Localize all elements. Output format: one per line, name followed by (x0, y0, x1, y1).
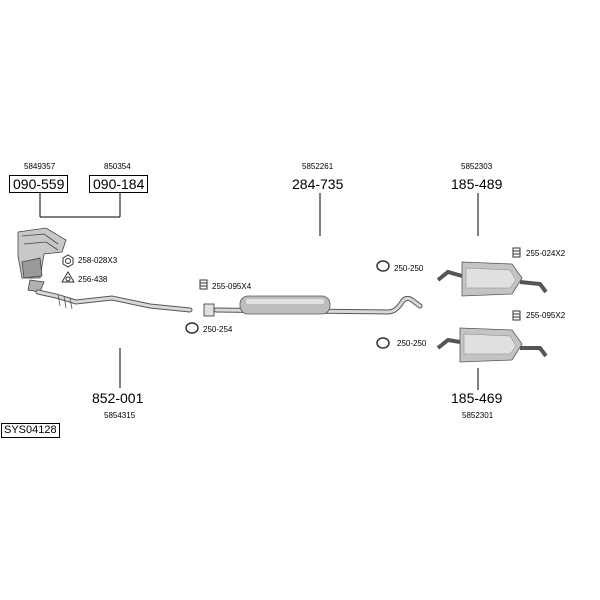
clamp-icon (512, 247, 521, 258)
front-pipe[interactable] (35, 289, 193, 313)
ring-icon (185, 322, 199, 334)
manifold-assembly[interactable] (17, 227, 67, 293)
clamp-icon (199, 279, 208, 290)
ring-icon (376, 260, 390, 272)
fitting-gasket-label[interactable]: 256-438 (78, 275, 108, 284)
fitting-clamp-front-label[interactable]: 255-095X4 (212, 282, 252, 291)
part-number-rear-b[interactable]: 185-469 (451, 390, 503, 406)
ring-icon (376, 337, 390, 349)
part-number-rear-a[interactable]: 185-489 (451, 176, 503, 192)
code-manifold: 5849357 (24, 162, 56, 171)
code-rear-b: 5852301 (462, 411, 494, 420)
code-middle: 5852261 (302, 162, 334, 171)
fitting-clamp-rear-a-label[interactable]: 255-024X2 (526, 249, 566, 258)
middle-silencer[interactable] (213, 295, 423, 315)
part-number-cat[interactable]: 090-184 (89, 175, 149, 193)
code-front-pipe: 5854315 (104, 411, 136, 420)
fitting-clamp-rear-b-label[interactable]: 255-095X2 (526, 311, 566, 320)
rear-silencer-b[interactable] (436, 327, 548, 363)
part-number-middle[interactable]: 284-735 (292, 176, 344, 192)
code-cat: 850354 (104, 162, 131, 171)
gasket-icon (61, 271, 75, 283)
clamp-icon (512, 310, 521, 321)
fitting-nut-label[interactable]: 258-028X3 (78, 256, 118, 265)
nut-icon (62, 254, 74, 268)
fitting-ring-front-label[interactable]: 250-254 (203, 325, 233, 334)
fitting-ring-mid-b-label[interactable]: 250-250 (397, 339, 427, 348)
fitting-ring-mid-a-label[interactable]: 250-250 (394, 264, 424, 273)
pipe-clamp-icon (203, 303, 215, 317)
code-rear-a: 5852303 (461, 162, 493, 171)
part-number-manifold[interactable]: 090-559 (9, 175, 69, 193)
part-number-front-pipe[interactable]: 852-001 (92, 390, 144, 406)
diagram-id: SYS04128 (1, 423, 60, 438)
rear-silencer-a[interactable] (436, 261, 548, 297)
